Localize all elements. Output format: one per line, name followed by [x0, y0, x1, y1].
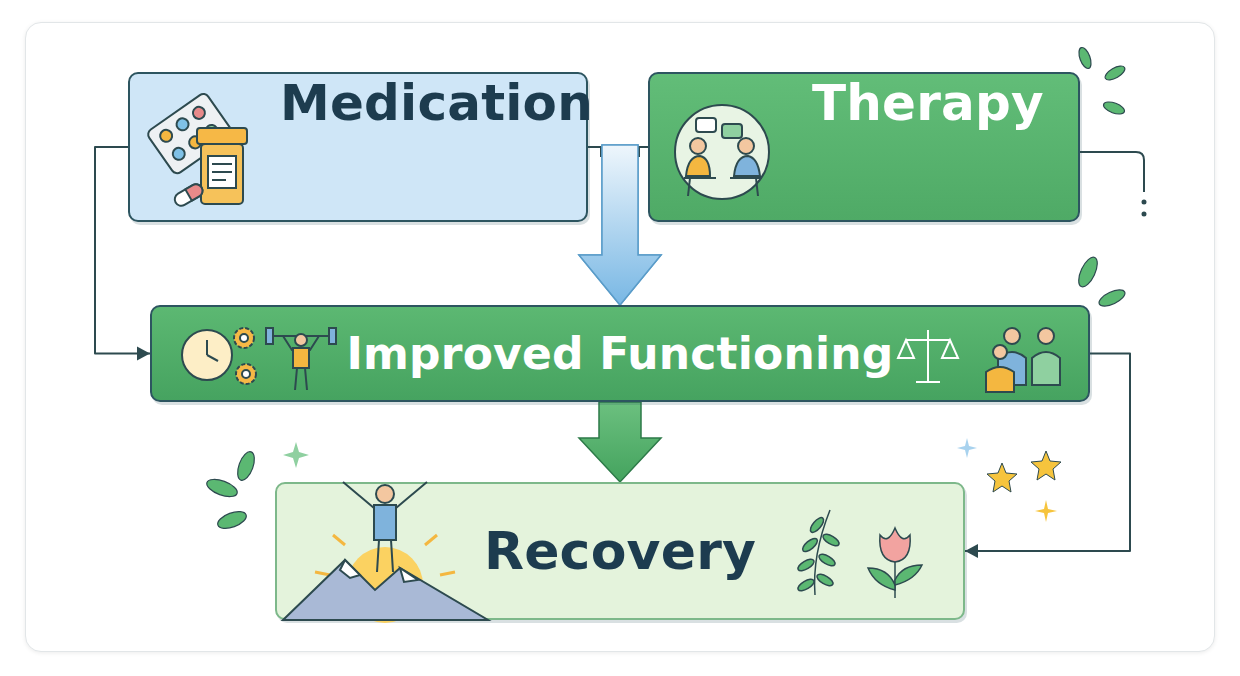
node-label: Therapy	[812, 74, 1044, 132]
flow-connector	[579, 402, 661, 482]
goal-box: Recovery	[275, 482, 965, 620]
node-label: Medication	[280, 74, 593, 132]
node-label: Improved Functioning	[346, 328, 893, 379]
stub-line	[1080, 152, 1146, 216]
leaf-decor	[205, 46, 1128, 532]
process-box: Therapy	[648, 72, 1080, 222]
node-label: Recovery	[484, 521, 756, 581]
outcome-box: Improved Functioning	[150, 305, 1090, 402]
process-box: Medication	[128, 72, 588, 222]
